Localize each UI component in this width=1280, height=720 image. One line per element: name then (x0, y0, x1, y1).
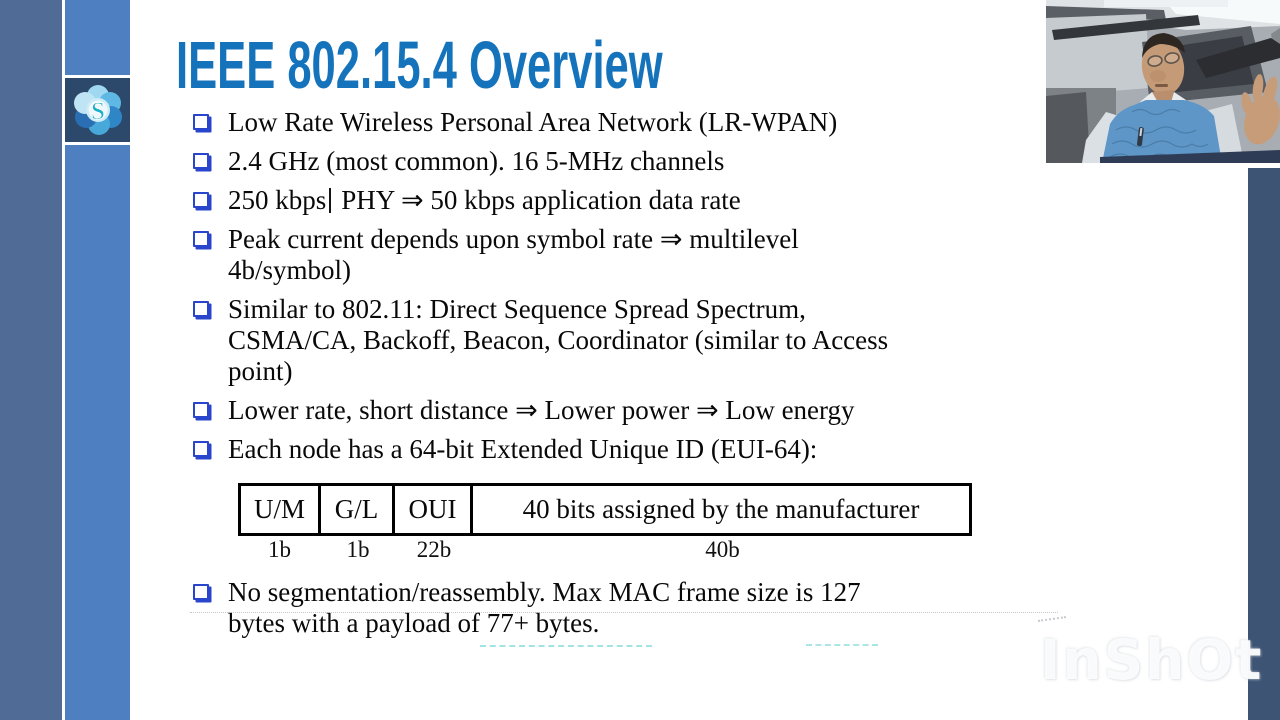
table-cell: OUI (395, 486, 473, 533)
bullet-square-icon (193, 301, 209, 317)
teal-dash-artifact (806, 644, 878, 646)
bullet-text: Peak current depends upon symbol rate ⇒ … (228, 224, 799, 285)
table-cell: 40 bits assigned by the manufacturer (522, 494, 920, 524)
eui64-bit-widths: 1b 1b 22b 40b (238, 538, 972, 562)
teal-dash-artifact (480, 645, 652, 647)
lecturer-scene (1046, 0, 1280, 163)
bullet-text-segment: 250 kbps (228, 185, 327, 215)
right-edge-bar (1248, 168, 1280, 720)
inshot-watermark: InShOt (1040, 628, 1264, 692)
bit-width-label: 1b (268, 537, 291, 562)
bullet-item: Each node has a 64-bit Extended Unique I… (193, 434, 1053, 465)
bullet-square-icon (193, 441, 209, 457)
slide-body: Low Rate Wireless Personal Area Network … (193, 107, 1053, 647)
bullet-text: 250 kbps PHY ⇒ 50 kbps application data r… (228, 185, 1053, 216)
bullet-item: Peak current depends upon symbol rate ⇒ … (193, 224, 1053, 286)
bullet-text: Similar to 802.11: Direct Sequence Sprea… (228, 294, 889, 386)
slide-title: IEEE 802.15.4 Overview (176, 28, 663, 103)
bit-width-label: 40b (705, 537, 740, 562)
table-cell: U/M (241, 486, 321, 533)
bullet-square-icon (193, 584, 209, 600)
bit-width-label: 1b (346, 537, 370, 562)
bullet-text: Lower rate, short distance ⇒ Lower power… (228, 395, 855, 425)
bullet-square-icon (193, 231, 209, 247)
eui64-table: U/M G/L OUI 40 bits assigned by the manu… (238, 483, 972, 536)
bullet-text: No segmentation/reassembly. Max MAC fram… (228, 577, 861, 638)
bullet-square-icon (193, 192, 209, 208)
bullet-text-segment: PHY ⇒ 50 kbps application data rate (341, 185, 741, 215)
channel-logo: S (65, 75, 130, 145)
bullet-square-icon (193, 402, 209, 418)
bit-width-label: 22b (416, 537, 452, 562)
logo-letter: S (91, 98, 105, 125)
table-cell: G/L (321, 486, 395, 533)
sidebar-outer-bar (0, 0, 62, 720)
bullet-text: 2.4 GHz (most common). 16 5-MHz channels (228, 146, 725, 176)
bullet-text: Each node has a 64-bit Extended Unique I… (228, 434, 818, 464)
bullet-square-icon (193, 153, 209, 169)
bullet-item: Lower rate, short distance ⇒ Lower power… (193, 395, 1053, 426)
text-caret (329, 188, 332, 213)
webcam-video (1046, 0, 1280, 163)
bullet-item: Similar to 802.11: Direct Sequence Sprea… (193, 294, 1053, 387)
bullet-item: 2.4 GHz (most common). 16 5-MHz channels (193, 146, 1053, 177)
swirl-logo-icon: S (73, 85, 122, 135)
dotted-line-artifact (190, 612, 1058, 613)
bullet-square-icon (193, 114, 209, 130)
bullet-item: Low Rate Wireless Personal Area Network … (193, 107, 1053, 138)
bullet-item: No segmentation/reassembly. Max MAC fram… (193, 577, 1053, 639)
bullet-item: 250 kbps PHY ⇒ 50 kbps application data r… (193, 185, 1053, 216)
bullet-text: Low Rate Wireless Personal Area Network … (228, 107, 838, 137)
